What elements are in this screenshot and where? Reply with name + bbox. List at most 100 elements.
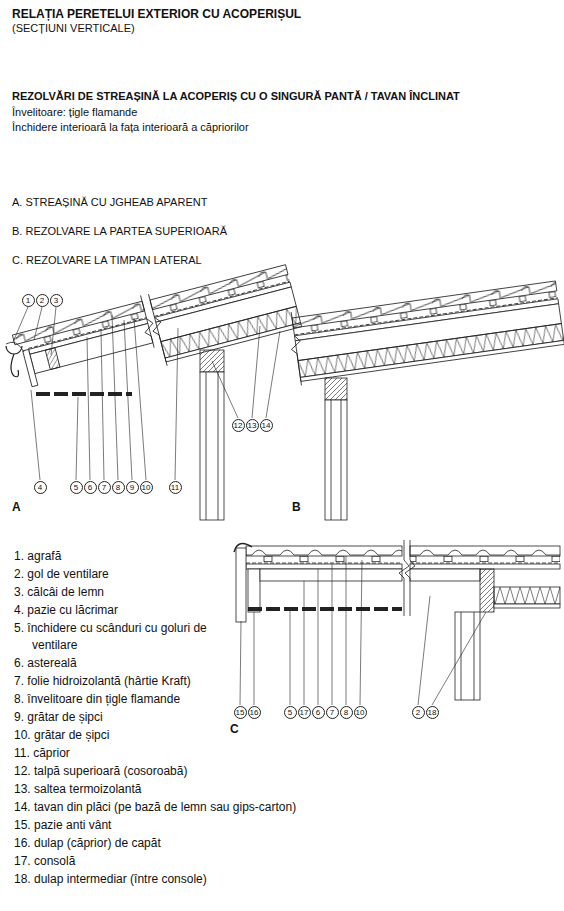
drawing-stroke [87,337,90,480]
legend-item: 16. dulap (căprior) de capăt [14,835,362,852]
legend-item: 1. agrafă [14,548,250,565]
drawing-stroke [212,361,238,418]
legend-item: 6. astereală [14,655,250,672]
callout-number: 7 [326,706,339,719]
callout-number: 16 [248,706,261,719]
drawing-stroke [112,315,118,480]
drawing-stroke [13,307,28,342]
callout-number: 1 [22,294,35,307]
soffit-boards [36,392,132,396]
drawing-stroke [246,564,402,569]
callout-number: 12 [232,419,245,432]
drawing-stroke [252,326,260,418]
gutter-hook [6,342,24,352]
legend-item: 12. talpă superioară (cosoroabă) [14,763,362,780]
legend-item: 8. învelitoare din țigle flamande [14,691,250,708]
drawing-stroke [494,604,560,608]
drawing-stroke [331,400,332,520]
callout-number: 2 [36,294,49,307]
callout-number: 10 [354,706,367,719]
drawing-stroke [410,563,560,564]
drawing-stroke [432,612,486,705]
legend-item: 5. închidere cu scânduri cu goluri de ve… [14,620,250,654]
callout-number: 15 [234,706,247,719]
drawing-stroke [246,546,402,556]
drawing-stroke [165,323,301,362]
drawing-stroke [11,354,19,377]
legend-item: 18. dulap intermediar (între console) [14,871,362,888]
heading-text: C. REZOLVARE LA TIMPAN LATERAL [12,254,412,267]
callout-number: 18 [426,706,439,719]
drawing-stroke [410,556,560,562]
drawing-stroke [360,560,362,705]
callout-number: 8 [340,706,353,719]
heading-text: (SECȚIUNI VERTICALE) [12,22,312,35]
drawing-stroke [240,621,241,705]
leader-lines [13,307,486,705]
legend-item: 9. grătar de șipci [14,709,250,726]
gutter [6,346,22,354]
drawing-stroke [318,569,319,705]
legend-item: 13. saltea termoizolantă [14,781,362,798]
callout-number: 10 [140,481,153,494]
legend-item: 4. pazie cu lăcrimar [14,602,250,619]
callout-number: 6 [312,706,325,719]
drawing-stroke [101,331,104,480]
section-a [6,259,303,520]
drawing-stroke [51,307,56,355]
drawing-stroke [124,320,132,480]
callout-number: 17 [298,706,311,719]
legend-item: 7. folie hidroizolantă (hârtie Kraft) [14,673,250,690]
console [260,569,402,581]
drawing-stroke [45,348,60,370]
callout-number: 4 [34,481,47,494]
callout-number: 3 [50,294,63,307]
drawing-stroke [266,331,280,418]
intermediate-rafter [480,569,494,612]
drawing-stroke [300,340,564,381]
drawing-stroke [332,564,333,705]
section-letter: C [230,722,250,736]
heading-text: Învelitoare: țigle flamande [12,106,412,119]
legend-item: 3. călcâi de lemn [14,584,250,601]
drawing-stroke [399,540,415,616]
wall [200,372,224,520]
drawing-stroke [494,587,560,604]
callout-number: 7 [98,481,111,494]
legend-item: 11. căprior [14,745,362,762]
drawing-stroke [175,328,178,480]
drawing-stroke [254,612,255,705]
heading-text: B. REZOLVARE LA PARTEA SUPERIOARĂ [12,225,412,238]
drawing-stroke [304,581,305,705]
drawing-stroke [298,324,564,378]
drawing-stroke [23,349,38,386]
drawing-stroke [34,307,42,340]
callout-number: 8 [112,481,125,494]
wall [455,612,480,700]
drawing-stroke [30,324,153,374]
drawing-stroke [341,400,342,520]
drawing-stroke [206,372,207,520]
legend-item: 15. pazie anti vânt [14,817,362,834]
legend-item: 10. grătar de șipci [14,727,250,744]
section-letter: B [292,500,312,514]
legend-item: 2. gol de ventilare [14,566,250,583]
heading-text: REZOLVĂRI DE STREAȘINĂ LA ACOPERIȘ CU O … [12,90,557,103]
end-rafter [248,569,260,612]
heading-text: A. STREAȘINĂ CU JGHEAB APARENT [12,196,412,209]
drawing-stroke [144,293,172,367]
drawing-stroke [76,397,78,480]
callout-number: 5 [70,481,83,494]
section-letter: A [12,500,32,514]
callout-number: 13 [246,419,259,432]
drawing-stroke [246,556,402,562]
drawing-stroke [134,318,146,480]
wall-plate [325,378,347,400]
wind-board [236,548,246,622]
drawing-stroke [286,311,306,386]
drawing-stroke [218,372,219,520]
soffit-boards [248,607,402,611]
legend-item: 17. consolă [14,853,362,870]
roof-layers [286,275,564,386]
drawing-stroke [418,596,430,705]
